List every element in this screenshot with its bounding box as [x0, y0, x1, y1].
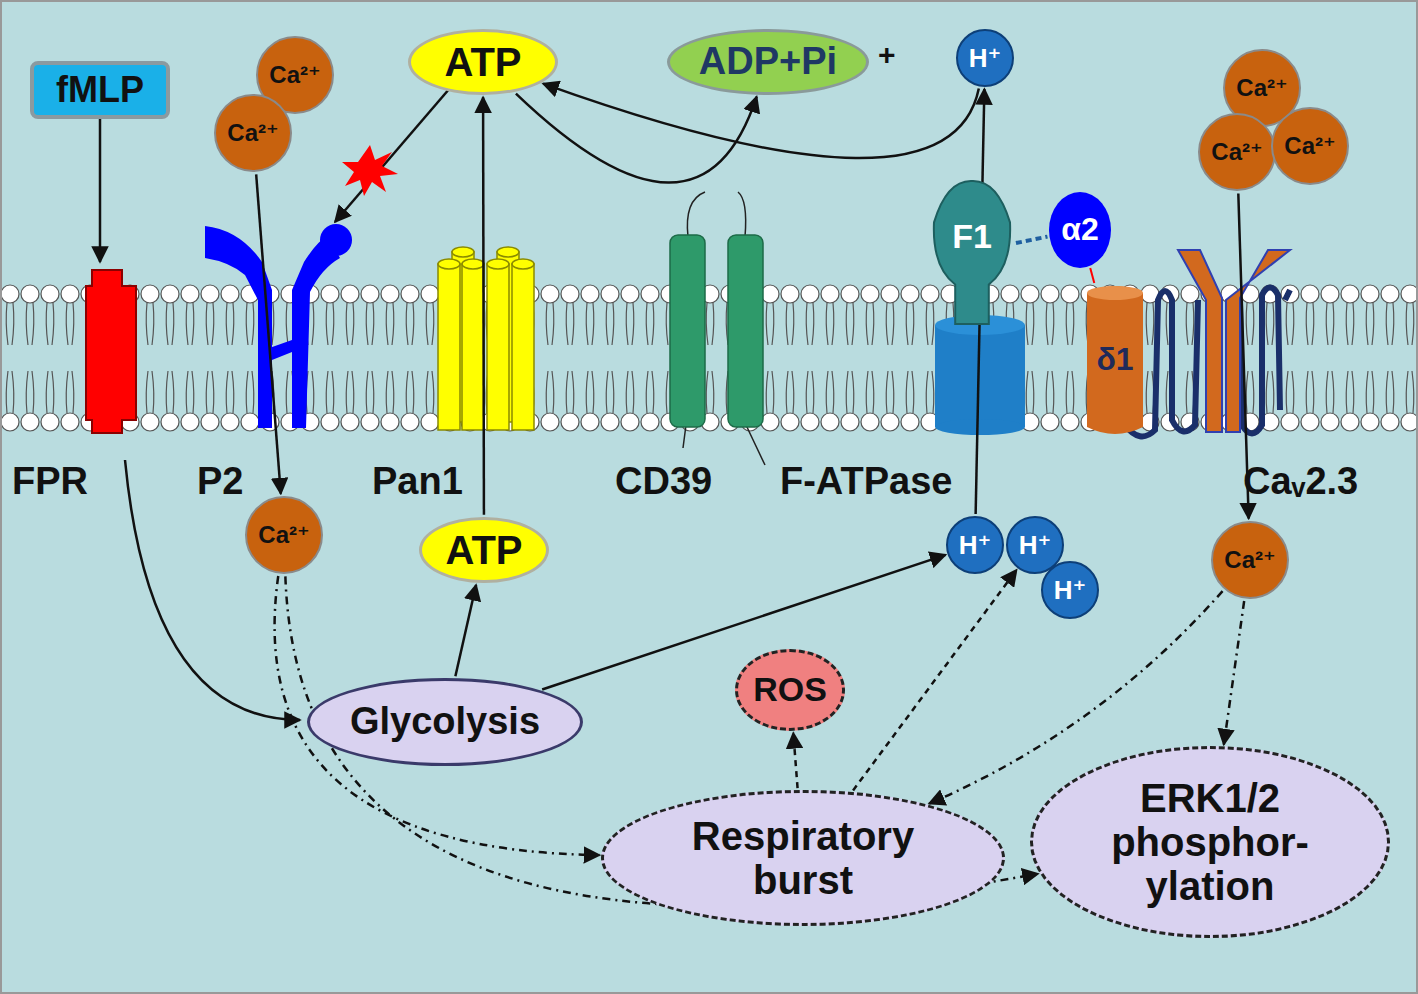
atp-ellipse: ATP [419, 517, 549, 583]
connector [793, 733, 797, 788]
node-text: Ca²⁺ [269, 62, 320, 88]
p2-receptor [320, 224, 352, 256]
node-text: δ1 [1096, 342, 1133, 377]
node-text: Ca²⁺ [1284, 133, 1335, 159]
node-text: ADP+Pi [699, 41, 837, 83]
connector [1090, 268, 1094, 283]
f1-subunit: F1 [930, 178, 1014, 326]
proton-circle: H⁺ [956, 29, 1014, 87]
node-text: Ca²⁺ [1224, 547, 1275, 573]
fpr-receptor [86, 270, 136, 433]
adp-ellipse: ADP+Pi [667, 29, 869, 95]
node-text: Ca²⁺ [1236, 75, 1287, 101]
connector [1016, 237, 1047, 243]
block-star [342, 145, 398, 196]
connector [256, 174, 281, 493]
part-label: CD39 [615, 460, 712, 503]
plus-sign: + [878, 38, 896, 72]
node-text: fMLP [56, 70, 144, 110]
process-ellipse: ERK1/2 phosphor- ylation [1030, 746, 1390, 937]
process-ellipse: Respiratory burst [601, 790, 1005, 926]
ion-circle: Ca²⁺ [1271, 107, 1350, 186]
node-text: Glycolysis [350, 701, 540, 743]
node-text: ERK1/2 phosphor- ylation [1090, 776, 1330, 908]
ligand-box: fMLP [30, 61, 170, 119]
part-label: FPR [12, 460, 88, 503]
node-text: ATP [445, 528, 522, 572]
ion-circle: Ca²⁺ [214, 94, 293, 173]
process-ellipse: Glycolysis [307, 678, 583, 766]
node-text: H⁺ [969, 44, 1002, 73]
node-text: Respiratory burst [663, 814, 943, 902]
node-text: H⁺ [959, 531, 992, 560]
part-label: Caᵥ2.3 [1243, 460, 1358, 503]
delta1-subunit: δ1 [1086, 285, 1144, 435]
node-text: α2 [1061, 212, 1098, 247]
part-label: Pan1 [372, 460, 463, 503]
node-text: ROS [753, 671, 827, 708]
ion-circle: Ca²⁺ [1198, 113, 1277, 192]
cav23-channel [1125, 250, 1290, 436]
p2-receptor [292, 236, 340, 428]
ros-circle: ROS [735, 649, 846, 731]
connector [1224, 601, 1244, 745]
alpha2-subunit: α2 [1049, 192, 1111, 268]
ion-circle: Ca²⁺ [1211, 521, 1290, 600]
node-text: Ca²⁺ [258, 522, 309, 548]
pan1-channel [438, 247, 534, 430]
connector [853, 570, 1016, 791]
part-label: P2 [197, 460, 243, 503]
proton-circle: H⁺ [1041, 561, 1099, 619]
cd39 [670, 192, 765, 465]
arrow [335, 88, 450, 222]
node-text: H⁺ [1054, 576, 1087, 605]
node-text: H⁺ [1019, 531, 1052, 560]
part-label: F-ATPase [780, 460, 952, 503]
ion-circle: Ca²⁺ [245, 496, 324, 575]
atp-ellipse: ATP [408, 29, 558, 95]
node-text: ATP [444, 40, 521, 84]
proton-circle: H⁺ [946, 516, 1004, 574]
node-text: Ca²⁺ [1211, 139, 1262, 165]
connector [275, 576, 600, 855]
node-text: F1 [952, 218, 992, 255]
connector [455, 585, 476, 676]
connector [482, 97, 485, 515]
node-text: Ca²⁺ [227, 120, 278, 146]
p2-receptor [258, 340, 292, 360]
arrow [99, 112, 102, 262]
